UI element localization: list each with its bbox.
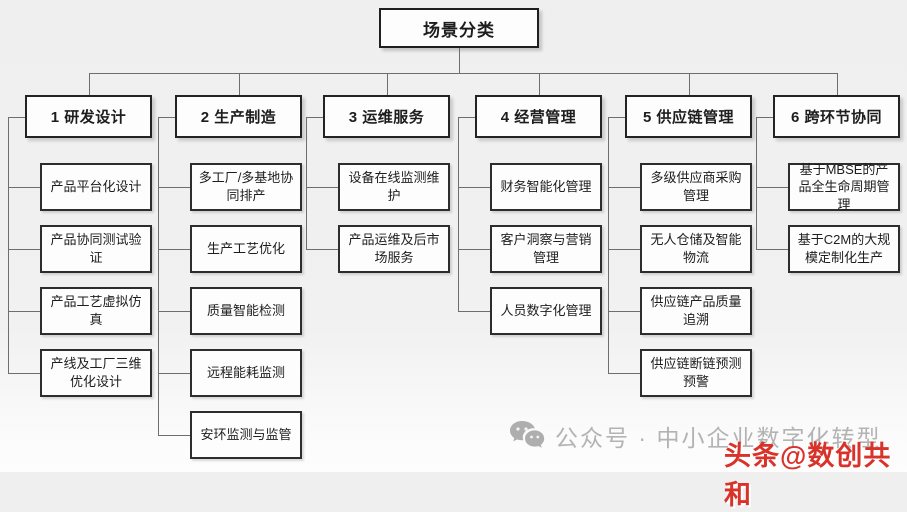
scenario-box: 产品平台化设计 [40, 163, 152, 211]
connector-spine [608, 117, 609, 373]
connector-stub [8, 187, 40, 188]
connector-stub [158, 311, 190, 312]
connector-stub [458, 249, 490, 250]
connector-stub [608, 373, 640, 374]
connector-stub [608, 249, 640, 250]
connector-stub [458, 311, 490, 312]
connector-stub [8, 117, 25, 118]
connector-stub [608, 187, 640, 188]
connector-stub [8, 311, 40, 312]
scenario-box: 安环监测与监管 [190, 411, 302, 459]
connector-header-drop [837, 73, 838, 95]
category-header: 5 供应链管理 [625, 95, 752, 138]
connector-stub [306, 117, 323, 118]
scenario-box: 产品运维及后市场服务 [338, 225, 450, 273]
connector-stub [756, 187, 788, 188]
wechat-watermark: 公众号 · 中小企业数字化转型 [508, 419, 881, 453]
scenario-box: 产线及工厂三维优化设计 [40, 349, 152, 397]
connector-spine [158, 117, 159, 435]
connector-stub [8, 373, 40, 374]
connector-header-drop [689, 73, 690, 95]
connector-stub [458, 187, 490, 188]
wechat-watermark-text: 公众号 · 中小企业数字化转型 [555, 425, 882, 451]
scenario-box: 财务智能化管理 [490, 163, 602, 211]
connector-stub [608, 311, 640, 312]
scenario-box: 产品协同测试验证 [40, 225, 152, 273]
connector-stub [306, 249, 338, 250]
scenario-box: 人员数字化管理 [490, 287, 602, 335]
scenario-box: 基于C2M的大规模定制化生产 [788, 225, 900, 273]
connector-header-drop [239, 73, 240, 95]
toutiao-watermark: 头条@数创共和 [724, 441, 892, 510]
scenario-box: 远程能耗监测 [190, 349, 302, 397]
scenario-box: 产品工艺虚拟仿真 [40, 287, 152, 335]
wechat-icon [508, 419, 546, 453]
category-header: 3 运维服务 [323, 95, 450, 138]
connector-spine [306, 117, 307, 249]
scenario-box: 供应链断链预测预警 [640, 349, 752, 397]
root-node: 场景分类 [379, 8, 539, 48]
scenario-box: 基于MBSE的产品全生命周期管理 [788, 162, 900, 212]
scenario-classification-diagram: 场景分类 1 研发设计产品平台化设计产品协同测试验证产品工艺虚拟仿真产线及工厂三… [8, 8, 900, 459]
scenario-box: 多级供应商采购管理 [640, 163, 752, 211]
connector-stub [306, 187, 338, 188]
connector-stub [756, 249, 788, 250]
scenario-box: 多工厂/多基地协同排产 [190, 163, 302, 211]
connector-stub [608, 117, 625, 118]
scenario-box: 客户洞察与营销管理 [490, 225, 602, 273]
connector-stub [158, 187, 190, 188]
connector-stub [756, 117, 773, 118]
scenario-box: 供应链产品质量追溯 [640, 287, 752, 335]
connector-spine [8, 117, 9, 373]
connector-stub [158, 249, 190, 250]
connector-spine [458, 117, 459, 311]
connector-spine [756, 117, 757, 249]
connector-stub [458, 117, 475, 118]
category-header: 2 生产制造 [175, 95, 302, 138]
connector-stub [158, 435, 190, 436]
scenario-box: 生产工艺优化 [190, 225, 302, 273]
connector-bus [88, 73, 837, 74]
connector-header-drop [89, 73, 90, 95]
scenario-box: 设备在线监测维护 [338, 163, 450, 211]
connector-root-drop [459, 48, 460, 73]
connector-stub [158, 117, 175, 118]
scenario-box: 无人仓储及智能物流 [640, 225, 752, 273]
category-header: 4 经营管理 [475, 95, 602, 138]
connector-stub [158, 373, 190, 374]
scenario-box: 质量智能检测 [190, 287, 302, 335]
connector-header-drop [387, 73, 388, 95]
connector-stub [8, 249, 40, 250]
category-header: 1 研发设计 [25, 95, 152, 138]
category-header: 6 跨环节协同 [773, 95, 900, 138]
connector-header-drop [539, 73, 540, 95]
